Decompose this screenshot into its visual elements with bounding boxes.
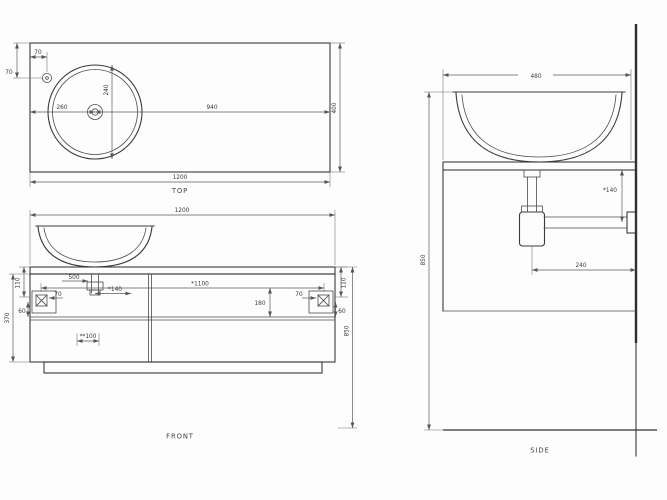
dim-faucet-y: 70: [5, 70, 13, 76]
dim-plinth: **100: [80, 334, 97, 340]
dim-inner-width: *1100: [191, 282, 209, 288]
dim-basin-dia: 240: [104, 84, 110, 95]
bracket-hatch: [35, 294, 48, 307]
dim-cabinet-height: 370: [5, 312, 11, 323]
plinth: [43, 361, 323, 374]
top-cabinet-outline: [29, 42, 331, 173]
dim-height: 850: [421, 254, 427, 265]
basin-side-profile: [455, 92, 623, 163]
basin-side-inner: [461, 94, 617, 158]
dim-basin-center: 260: [56, 105, 67, 111]
drain-collar: [523, 169, 541, 178]
faucet-hole-center: [45, 76, 49, 80]
bracket-left-plate: [35, 294, 48, 307]
basin-front-profile: [37, 226, 153, 268]
wall-flange: [626, 211, 637, 234]
bracket-left: [31, 290, 57, 314]
dim-depth: 400: [332, 102, 338, 113]
dim-drain-drop: *140: [108, 287, 122, 293]
dim-side-right: 110: [342, 277, 348, 288]
cabinet-body: [29, 273, 336, 363]
dim-faucet-x: 70: [34, 50, 42, 56]
bracket-right: [308, 290, 334, 314]
drain-nut: [86, 281, 104, 291]
basin-front-inner: [43, 227, 147, 263]
side-view-label: SIDE: [530, 447, 549, 455]
top-view-label: TOP: [171, 187, 188, 195]
dim-bracket-right-h: 60: [338, 309, 346, 315]
countertop-side: [442, 161, 637, 171]
dim-bracket-left-h: 60: [18, 309, 26, 315]
top-view: 70 70 240 260 940 400 1200 TOP: [5, 42, 345, 195]
dim-drawer-height: 180: [254, 301, 265, 307]
dim-bracket-left-w: 70: [54, 292, 62, 298]
dim-drain-offset: 500: [68, 275, 79, 281]
bracket-right-plate: [317, 294, 330, 307]
dim-width: 1200: [175, 208, 190, 214]
dim-height: 850: [345, 325, 351, 336]
faucet-hole: [42, 73, 53, 84]
bottle-trap: [518, 211, 546, 247]
front-view-label: FRONT: [166, 433, 194, 441]
dim-bracket-right-w: 70: [295, 292, 303, 298]
dim-depth: 480: [530, 74, 541, 80]
bracket-hatch: [317, 294, 330, 307]
dim-side-left: 110: [16, 277, 22, 288]
dim-trap-drop: *140: [603, 188, 617, 194]
dim-basin-to-right: 940: [206, 105, 217, 111]
countertop: [29, 266, 336, 275]
dim-width: 1200: [173, 175, 188, 181]
dim-outlet: 240: [575, 263, 586, 269]
trap-nut: [521, 205, 543, 213]
front-view: 1200 *1100 500 *140 70 60: [5, 208, 357, 441]
side-view: 480 *140 240 850 SIDE: [421, 24, 657, 457]
